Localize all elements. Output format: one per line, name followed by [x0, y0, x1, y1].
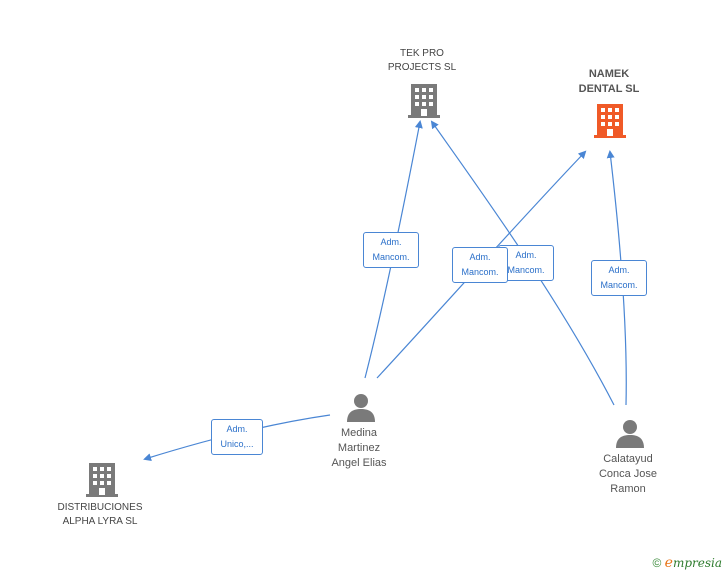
- building-icon[interactable]: [408, 82, 440, 118]
- person-icon[interactable]: [615, 418, 645, 448]
- medina-line1: Medina: [340, 427, 378, 439]
- edge-role-line2: Unico,...: [220, 439, 254, 449]
- namek-line2: DENTAL SL: [578, 83, 640, 95]
- edge-label-medina-distrib[interactable]: Adm. Unico,...: [211, 419, 263, 455]
- edge-role-line1: Adm.: [515, 250, 537, 260]
- edge-label-medina-namek[interactable]: Adm. Mancom.: [452, 247, 508, 283]
- node-label-namek[interactable]: NAMEK DENTAL SL: [549, 67, 669, 97]
- edge-role-line1: Adm.: [380, 237, 402, 247]
- edge-role-line2: Mancom.: [461, 267, 499, 277]
- edge-label-medina-tek[interactable]: Adm. Mancom.: [363, 232, 419, 268]
- calatayud-line1: Calatayud: [603, 453, 653, 465]
- edge-role-line2: Mancom.: [507, 265, 545, 275]
- brand-footer[interactable]: © empresia: [652, 555, 722, 571]
- edge-label-calatayud-namek[interactable]: Adm. Mancom.: [591, 260, 647, 296]
- edge-role-line1: Adm.: [226, 424, 248, 434]
- tek-line2: PROJECTS SL: [387, 62, 457, 73]
- brand-initial: e: [664, 555, 673, 571]
- edge-role-line2: Mancom.: [372, 252, 410, 262]
- namek-line1: NAMEK: [588, 68, 630, 80]
- node-label-distrib[interactable]: DISTRIBUCIONES ALPHA LYRA SL: [40, 501, 160, 529]
- building-icon-highlight[interactable]: [594, 102, 626, 138]
- brand-logo: empresia: [664, 555, 722, 571]
- calatayud-line3: Ramon: [610, 483, 646, 495]
- calatayud-line2: Conca Jose: [598, 468, 658, 480]
- edge-role-line1: Adm.: [608, 265, 630, 275]
- distrib-line1: DISTRIBUCIONES: [57, 502, 143, 513]
- node-label-tek[interactable]: TEK PRO PROJECTS SL: [362, 47, 482, 75]
- edge-role-line2: Mancom.: [600, 280, 638, 290]
- distrib-line2: ALPHA LYRA SL: [62, 516, 138, 527]
- node-label-calatayud[interactable]: Calatayud Conca Jose Ramon: [578, 452, 678, 497]
- medina-line3: Angel Elias: [331, 457, 387, 469]
- tek-line1: TEK PRO: [400, 48, 444, 59]
- copyright-icon: ©: [652, 556, 662, 570]
- medina-line2: Martinez: [337, 442, 381, 454]
- node-label-medina[interactable]: Medina Martinez Angel Elias: [309, 426, 409, 471]
- person-icon[interactable]: [346, 392, 376, 422]
- edge-role-line1: Adm.: [469, 252, 491, 262]
- brand-rest: mpresia: [672, 556, 722, 570]
- building-icon[interactable]: [86, 461, 118, 497]
